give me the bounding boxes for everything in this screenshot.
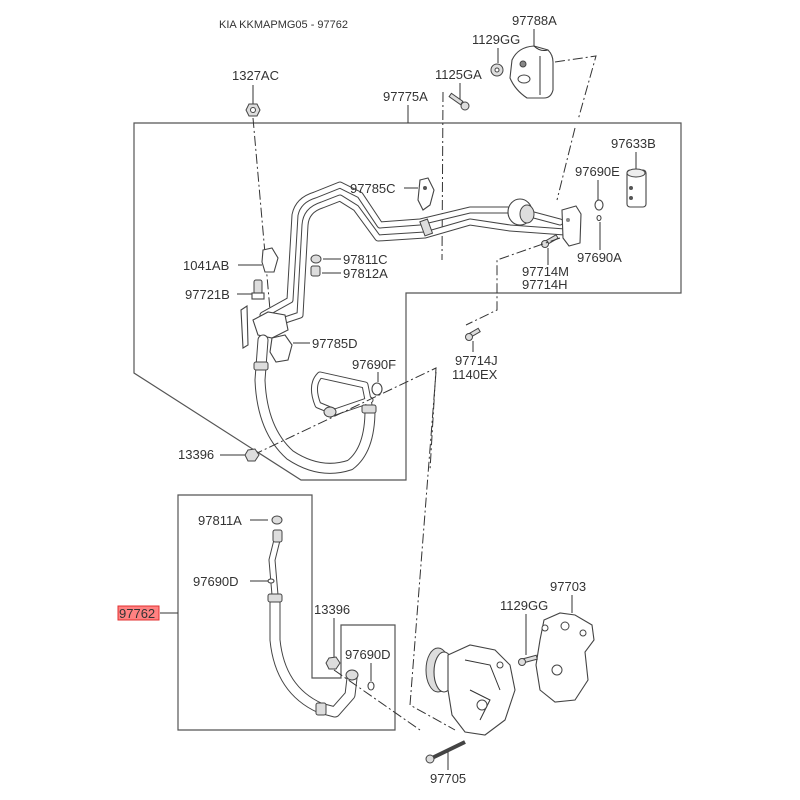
label-97788A[interactable]: 97788A [512,13,557,28]
label-1140EX[interactable]: 1140EX [452,367,498,382]
o-ring-97690A-icon [596,214,602,222]
o-ring-97690D-right-icon [367,681,375,691]
label-1327AC[interactable]: 1327AC [232,68,279,83]
expansion-valve-97633B-icon [626,168,647,208]
label-97714M[interactable]: 97714M [522,264,569,279]
pressure-sensor-97721B-icon [251,279,265,300]
label-97690D-left[interactable]: 97690D [193,574,239,589]
label-97690F[interactable]: 97690F [352,357,396,372]
highlight-97762 [117,605,160,621]
cover-97788A-icon [509,45,554,99]
label-97705[interactable]: 97705 [430,771,466,786]
clip-97785C-icon [417,177,435,211]
hose-assembly-box [177,494,396,731]
label-97690D-right[interactable]: 97690D [345,647,391,662]
bolt-1129GG-icon [518,654,538,666]
valve-block-icon [561,205,582,247]
label-97812A[interactable]: 97812A [343,266,388,281]
label-97690A[interactable]: 97690A [577,250,622,265]
label-97721B[interactable]: 97721B [185,287,230,302]
nut-13396-bottom-icon [325,656,341,670]
o-ring-97690E-icon [594,199,604,211]
label-1129GG-top[interactable]: 1129GG [472,32,520,47]
clip-1041AB-icon [261,247,279,273]
label-13396-bottom[interactable]: 13396 [314,602,350,617]
label-97785D[interactable]: 97785D [312,336,358,351]
valve-core-97812A-icon [310,265,321,277]
cap-97811C-icon [310,254,322,264]
label-13396-top[interactable]: 13396 [178,447,214,462]
bolt-97714M-icon [541,234,559,248]
label-97690E[interactable]: 97690E [575,164,620,179]
label-97703[interactable]: 97703 [550,579,586,594]
label-97785C[interactable]: 97785C [350,181,396,196]
label-97811A[interactable]: 97811A [198,513,242,528]
label-97775A[interactable]: 97775A [383,89,428,104]
o-ring-97690F-icon [371,382,383,396]
cap-97811A-icon [271,515,283,525]
muffler-icon [507,198,535,226]
bolt-97705-icon [425,740,466,764]
label-97811C[interactable]: 97811C [343,252,388,267]
compressor-icon [425,644,516,736]
bolt-97714J-icon [465,327,481,341]
label-1041AB[interactable]: 1041AB [183,258,229,273]
suction-hose [253,334,377,474]
nut-1327AC-icon [245,103,261,117]
discharge-hose [267,529,359,718]
pipe-sleeve-icon [419,218,434,237]
upper-assembly-box [133,122,682,481]
label-97762[interactable]: 97762 [119,606,155,621]
bracket-97703-icon [535,612,595,703]
nut-13396-icon [244,448,260,462]
label-1129GG-bottom[interactable]: 1129GG [500,598,548,613]
fitting-block-icon [240,304,289,349]
label-97633B[interactable]: 97633B [611,136,656,151]
diagram-title: KIA KKMAPMG05 - 97762 [219,19,348,31]
label-1125GA[interactable]: 1125GA [435,67,482,82]
o-ring-97690D-left-icon [267,578,275,584]
label-97714H[interactable]: 97714H [522,277,568,292]
clip-97785D-icon [269,334,293,363]
bolt-1125GA-icon [448,92,470,111]
label-97714J[interactable]: 97714J [455,353,498,368]
grommet-1129GG-icon [490,63,504,77]
liquid-pipe [259,181,569,329]
